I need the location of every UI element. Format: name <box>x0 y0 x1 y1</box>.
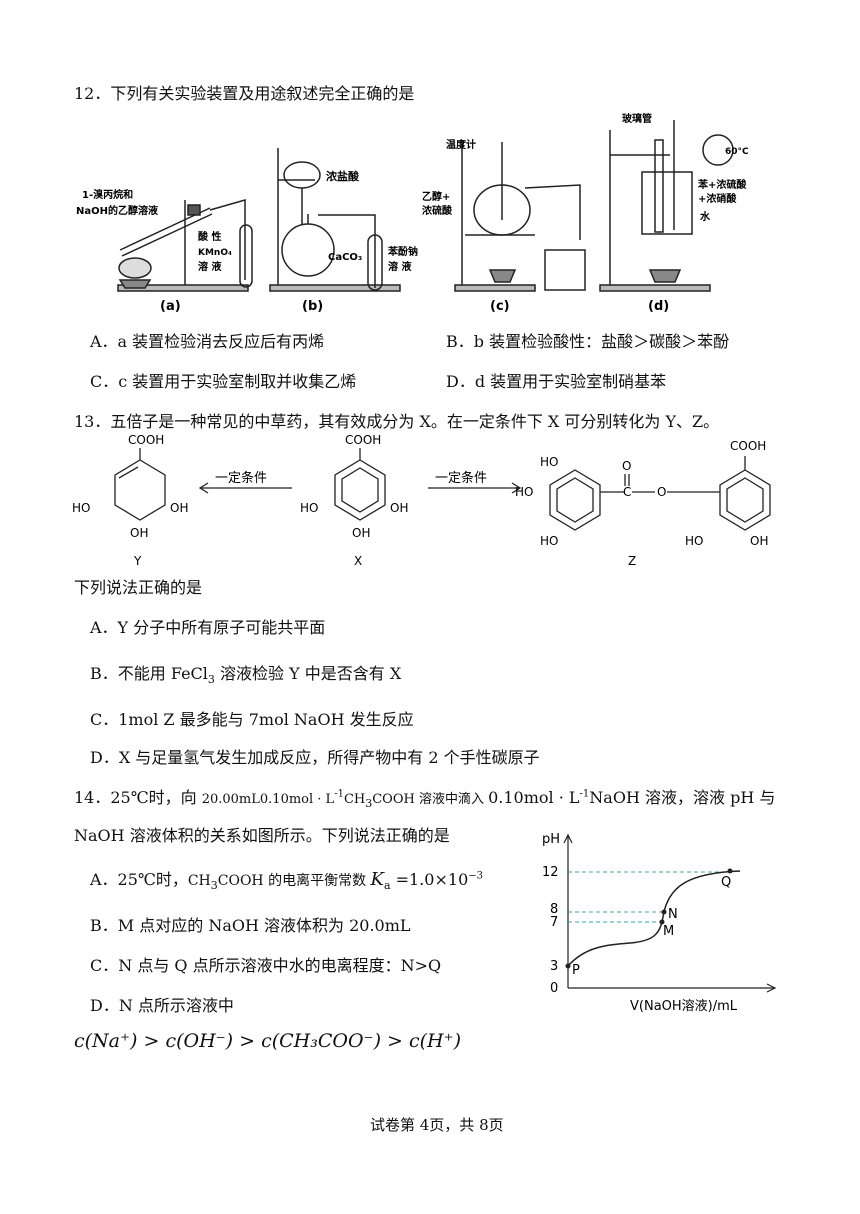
apparatus-c <box>454 140 586 292</box>
z-ring-left <box>549 469 601 531</box>
ytick-7: 7 <box>550 915 558 930</box>
ytick-3: 3 <box>550 959 558 974</box>
q13-prompt: 下列说法正确的是 <box>74 578 203 597</box>
q14-option-a[interactable]: A．25℃时，CH3COOH 的电离平衡常数 Ka =1.0×10−3 <box>90 869 483 893</box>
point-q <box>727 868 733 874</box>
z-ho-left: HO <box>515 485 533 499</box>
q12-option-a[interactable]: A．a 装置检验消去反应后有丙烯 <box>90 332 325 351</box>
a-label5: 溶 液 <box>198 260 221 273</box>
q13-structures: COOH HO OH OH Y 一定条件 一定条件 COOH HO OH OH … <box>72 433 771 568</box>
a-caption: (a) <box>160 299 181 314</box>
z-carbonyl-o: O <box>622 459 631 473</box>
q14-option-d[interactable]: D．N 点所示溶液中 <box>90 996 234 1015</box>
b-caption: (b) <box>302 299 323 314</box>
q13-option-c[interactable]: C．1mol Z 最多能与 7mol NaOH 发生反应 <box>90 710 414 729</box>
point-n <box>661 909 667 915</box>
q12-apparatus-figure: 1-溴丙烷和 NaOH的乙醇溶液 酸 性 KMnO₄ 溶 液 (a) 浓盐酸 C… <box>76 112 749 314</box>
a-label2: NaOH的乙醇溶液 <box>76 204 158 217</box>
label-q: Q <box>721 875 731 890</box>
y-oh-bottom: OH <box>130 526 148 540</box>
x-oh-bottom: OH <box>352 526 370 540</box>
q13-option-d[interactable]: D．X 与足量氢气发生加成反应，所得产物中有 2 个手性碳原子 <box>90 748 540 767</box>
a-label3: 酸 性 <box>198 230 221 243</box>
q14-stem-line1: 14．25℃时，向 20.00mL0.10mol · L-1CH3COOH 溶液… <box>74 788 776 811</box>
ph-titration-chart: pH 0 3 7 8 12 P M N Q V(NaOH溶液)/mL <box>542 832 777 1014</box>
b-label4: 溶 液 <box>388 260 411 273</box>
label-p: P <box>572 963 580 978</box>
label-m: M <box>663 924 674 939</box>
arrow2-label: 一定条件 <box>435 470 487 486</box>
d-caption: (d) <box>648 299 669 314</box>
y-ho: HO <box>72 501 90 515</box>
label-x: X <box>354 554 362 568</box>
series-line <box>567 870 741 967</box>
page-footer: 试卷第 4页，共 8页 <box>370 1116 504 1134</box>
b-label1: 浓盐酸 <box>326 169 360 183</box>
z-ring-right <box>719 469 771 531</box>
q13-option-b[interactable]: B．不能用 FeCl3 溶液检验 Y 中是否含有 X <box>90 664 402 687</box>
x-cooh: COOH <box>345 433 381 447</box>
point-m <box>659 919 665 925</box>
ytick-0: 0 <box>550 981 558 996</box>
z-ho-right: HO <box>685 534 703 548</box>
c-label2: 乙醇+ <box>422 190 450 203</box>
label-n: N <box>668 907 678 922</box>
b-label2: CaCO₃ <box>328 252 362 263</box>
x-ho: HO <box>300 501 318 515</box>
apparatus-d <box>599 120 734 292</box>
x-ring <box>334 459 386 521</box>
z-ho-bottom: HO <box>540 534 558 548</box>
d-label5: 水 <box>699 210 711 223</box>
q14-inequality: c(Na⁺) > c(OH⁻) > c(CH₃COO⁻) > c(H⁺) <box>74 1030 462 1052</box>
q13-stem: 13．五倍子是一种常见的中草药，其有效成分为 X。在一定条件下 X 可分别转化为… <box>74 412 720 431</box>
arrow1-label: 一定条件 <box>215 470 267 486</box>
z-cooh: COOH <box>730 439 766 453</box>
b-label3: 苯酚钠 <box>387 245 418 258</box>
d-label2: 60°C <box>725 147 749 157</box>
y-oh-right: OH <box>170 501 188 515</box>
label-y: Y <box>133 554 142 568</box>
x-axis-label: V(NaOH溶液)/mL <box>630 999 738 1014</box>
ytick-8: 8 <box>550 902 558 917</box>
q12-option-c[interactable]: C．c 装置用于实验室制取并收集乙烯 <box>90 372 357 391</box>
q12-option-d[interactable]: D．d 装置用于实验室制硝基苯 <box>446 372 667 391</box>
q12-option-b[interactable]: B．b 装置检验酸性：盐酸＞碳酸＞苯酚 <box>446 332 730 351</box>
x-oh-right: OH <box>390 501 408 515</box>
q14-stem-line2: NaOH 溶液体积的关系如图所示。下列说法正确的是 <box>74 826 450 845</box>
q12-stem: 12．下列有关实验装置及用途叙述完全正确的是 <box>74 84 415 103</box>
point-p <box>565 963 571 969</box>
apparatus-a <box>117 199 253 292</box>
q13-option-a[interactable]: A．Y 分子中所有原子可能共平面 <box>90 618 326 637</box>
a-label1: 1-溴丙烷和 <box>82 188 133 201</box>
d-label4: +浓硝酸 <box>698 192 737 205</box>
q14-option-b[interactable]: B．M 点对应的 NaOH 溶液体积为 20.0mL <box>90 916 411 935</box>
apparatus-b <box>269 148 401 292</box>
c-label1: 温度计 <box>446 138 476 151</box>
label-z: Z <box>628 554 636 568</box>
a-label4: KMnO₄ <box>198 248 232 258</box>
q14-option-c[interactable]: C．N 点与 Q 点所示溶液中水的电离程度：N>Q <box>90 956 442 975</box>
y-ring <box>114 459 166 521</box>
z-ester-o: O <box>657 485 666 499</box>
z-ho-top: HO <box>540 455 558 469</box>
d-label1: 玻璃管 <box>622 112 652 125</box>
z-oh-right: OH <box>750 534 768 548</box>
ytick-12: 12 <box>542 865 559 880</box>
y-cooh: COOH <box>128 433 164 447</box>
y-axis-label: pH <box>542 832 560 847</box>
z-c: C <box>623 485 631 499</box>
d-label3: 苯+浓硫酸 <box>697 178 747 191</box>
c-label3: 浓硫酸 <box>422 204 453 217</box>
c-caption: (c) <box>490 299 510 314</box>
